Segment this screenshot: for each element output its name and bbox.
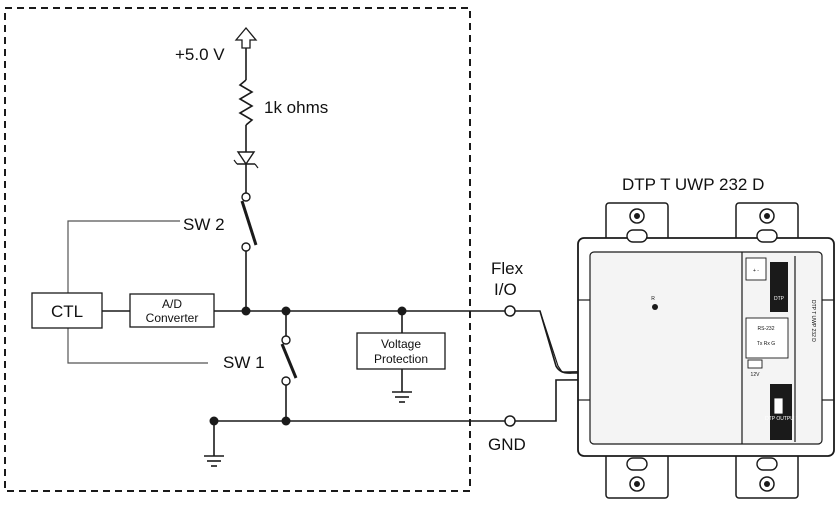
- supply-arrow-icon: [234, 26, 258, 49]
- screw-icon: [756, 457, 778, 492]
- device-title: DTP T UWP 232 D: [622, 175, 764, 194]
- adc-label-line2: Converter: [146, 311, 199, 325]
- flex-io-terminal: [504, 305, 516, 317]
- sw1-label: SW 1: [223, 353, 265, 372]
- sw1-switch-icon: [280, 335, 298, 386]
- dtp-output-label: DTP OUTPUT: [765, 416, 797, 422]
- rs232-port-label: RS-232: [758, 326, 775, 332]
- ground-icon: [204, 455, 224, 467]
- dtp-port-label: DTP: [774, 296, 785, 302]
- ctl-sw1-control-line: [67, 328, 208, 364]
- ground-icon: [392, 391, 412, 403]
- rs232-port: [745, 317, 789, 359]
- gnd-label: GND: [488, 435, 526, 454]
- supply-label: +5.0 V: [175, 45, 225, 64]
- screw-icon: [626, 208, 648, 243]
- screw-icon: [756, 208, 778, 243]
- sw2-label: SW 2: [183, 215, 225, 234]
- vp-label-line1: Voltage: [381, 337, 421, 351]
- vp-label-line2: Protection: [374, 352, 428, 366]
- resistor-icon: [238, 79, 254, 126]
- resistor-label: 1k ohms: [264, 98, 328, 117]
- ctl-label: CTL: [51, 302, 83, 321]
- flex-port-label: Tx Rx G: [757, 341, 775, 347]
- device-r-mark: R: [651, 296, 655, 302]
- flex-label-line1: Flex: [491, 259, 524, 278]
- voltage-protection-box: [356, 332, 446, 370]
- audio-port-label: + -: [753, 268, 759, 274]
- dtp-port: [770, 262, 788, 312]
- junction-dot: [281, 416, 291, 426]
- adc-label-line1: A/D: [162, 297, 182, 311]
- device-side-text: DTP T UWP 232 D: [810, 300, 816, 342]
- ctl-sw2-control-line: [67, 220, 180, 293]
- device-connector-panel: + - DTP RS-232 Tx Rx G 12V DTP OUTPUT DT…: [745, 256, 816, 442]
- gnd-terminal: [504, 415, 516, 427]
- junction-dot: [241, 306, 251, 316]
- adc-box: [129, 293, 215, 328]
- reset-dot: [652, 304, 658, 310]
- sw2-switch-icon: [240, 192, 258, 252]
- screw-icon: [626, 457, 648, 492]
- power-port-label: 12V: [751, 372, 761, 378]
- dashed-enclosure: [4, 7, 471, 492]
- flex-label-line2: I/O: [494, 280, 517, 299]
